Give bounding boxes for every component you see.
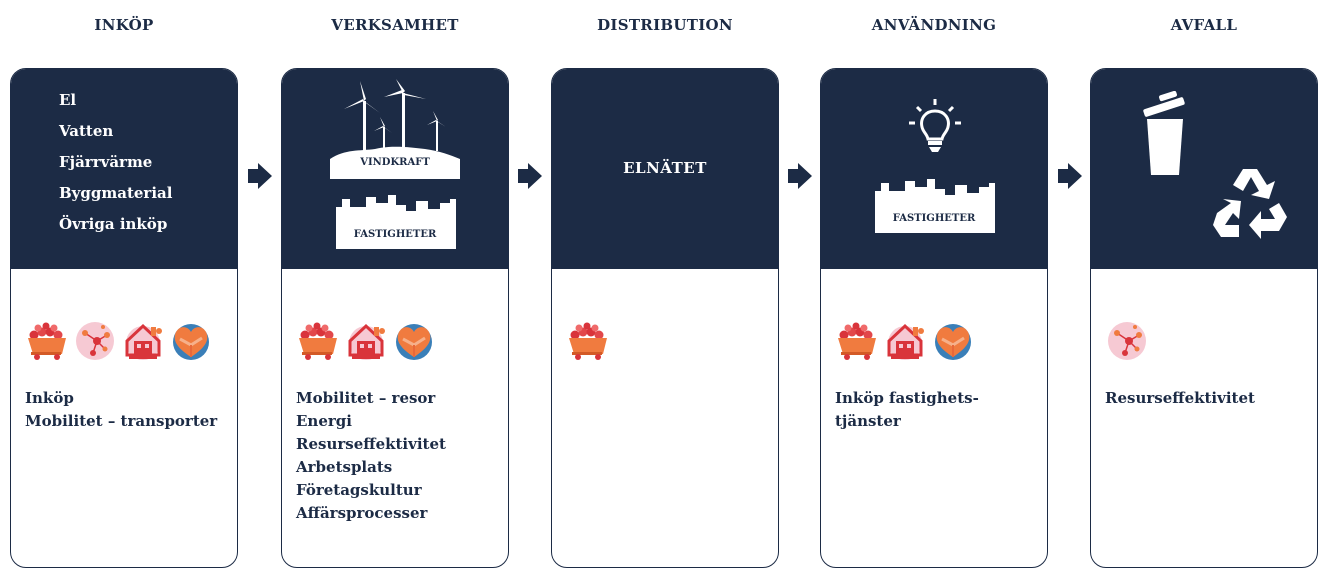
grid-label: ELNÄTET <box>623 159 707 177</box>
card-header: El Vatten Fjärrvärme Byggmaterial Övriga… <box>11 69 237 269</box>
building-icon <box>344 321 388 361</box>
purchase-item: Fjärrvärme <box>59 153 153 171</box>
card-header: ELNÄTET <box>552 69 778 269</box>
stage-card-verksamhet: VINDKRAFT FASTIGHETER Mobilitet – resor … <box>281 68 509 568</box>
shopping-cart-icon <box>566 321 610 361</box>
wind-power-label: VINDKRAFT <box>360 157 430 168</box>
card-header: FASTIGHETER <box>821 69 1047 269</box>
topic-item: Företagskultur <box>296 481 422 499</box>
building-icon <box>121 321 165 361</box>
purchase-item: Övriga inköp <box>59 215 168 233</box>
network-icon <box>73 321 117 361</box>
topic-icons <box>296 321 436 361</box>
card-header <box>1091 69 1317 269</box>
shopping-cart-icon <box>25 321 69 361</box>
trash-bin-icon <box>1143 91 1185 175</box>
purchase-item: Byggmaterial <box>59 184 173 202</box>
recycle-icon <box>1213 169 1287 239</box>
flow-arrow-icon <box>1058 163 1082 189</box>
heart-handshake-icon <box>392 321 436 361</box>
properties-skyline-icon <box>336 195 456 249</box>
topic-list: Mobilitet – resor Energi Resurseffektivi… <box>296 387 446 525</box>
stage-title-avfall: AVFALL <box>1170 16 1238 34</box>
stage-title-inkop: INKÖP <box>94 16 154 34</box>
topic-icons <box>1105 321 1149 361</box>
properties-label: FASTIGHETER <box>892 213 976 224</box>
stage-card-distribution: ELNÄTET <box>551 68 779 568</box>
properties-label: FASTIGHETER <box>353 229 437 240</box>
heart-handshake-icon <box>931 321 975 361</box>
stage-title-verksamhet: VERKSAMHET <box>331 16 459 34</box>
stage-card-inkop: El Vatten Fjärrvärme Byggmaterial Övriga… <box>10 68 238 568</box>
stage-title-distribution: DISTRIBUTION <box>597 16 733 34</box>
wind-turbine-icon <box>330 79 460 179</box>
network-icon <box>1105 321 1149 361</box>
card-header: VINDKRAFT FASTIGHETER <box>282 69 508 269</box>
purchase-item: El <box>59 91 77 109</box>
topic-item: Arbetsplats <box>296 458 393 476</box>
flow-arrow-icon <box>248 163 272 189</box>
topic-icons <box>835 321 975 361</box>
building-icon <box>883 321 927 361</box>
stage-card-anvandning: FASTIGHETER Inköp fastighets- tjänster <box>820 68 1048 568</box>
shopping-cart-icon <box>296 321 340 361</box>
properties-skyline-icon <box>875 179 995 233</box>
topic-item: Inköp fastighets- <box>835 389 979 407</box>
topic-list: Inköp fastighets- tjänster <box>835 387 979 433</box>
topic-item: Mobilitet – transporter <box>25 412 218 430</box>
topic-list: Inköp Mobilitet – transporter <box>25 387 217 433</box>
stage-title-anvandning: ANVÄNDNING <box>871 16 997 34</box>
flow-arrow-icon <box>518 163 542 189</box>
shopping-cart-icon <box>835 321 879 361</box>
topic-item: tjänster <box>835 412 901 430</box>
heart-handshake-icon <box>169 321 213 361</box>
topic-item: Resurseffektivitet <box>1105 389 1255 407</box>
topic-item: Resurseffektivitet <box>296 435 446 453</box>
topic-list: Resurseffektivitet <box>1105 387 1255 410</box>
stage-card-avfall: Resurseffektivitet <box>1090 68 1318 568</box>
topic-icons <box>566 321 610 361</box>
topic-icons <box>25 321 213 361</box>
topic-item: Energi <box>296 412 352 430</box>
topic-item: Mobilitet – resor <box>296 389 436 407</box>
lightbulb-icon <box>909 99 961 152</box>
topic-item: Inköp <box>25 389 74 407</box>
topic-item: Affärsprocesser <box>296 504 428 522</box>
flow-arrow-icon <box>788 163 812 189</box>
purchase-item: Vatten <box>59 122 114 140</box>
purchase-list: El Vatten Fjärrvärme Byggmaterial Övriga… <box>59 91 172 246</box>
